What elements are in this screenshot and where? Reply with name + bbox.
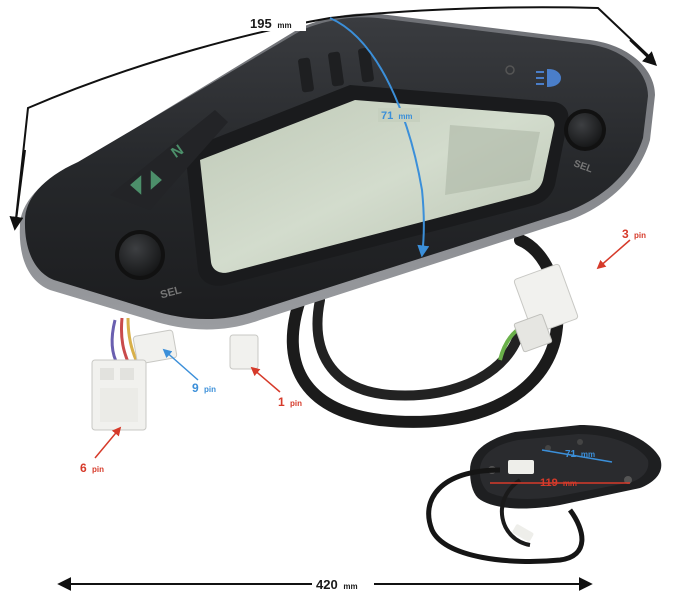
connector-3-pin <box>513 263 579 353</box>
svg-text:3 pin: 3 pin <box>622 227 646 241</box>
connector-9-pin <box>132 329 178 365</box>
left-sel-label: SEL <box>159 284 183 301</box>
svg-text:9 pin: 9 pin <box>192 381 216 395</box>
label-3-pin: 3 pin <box>622 227 646 241</box>
svg-text:119 mm: 119 mm <box>540 477 577 489</box>
width-dimension-label: 195 mm <box>246 15 306 31</box>
arrow-6-pin <box>94 426 122 459</box>
arrow-1-pin <box>250 366 281 393</box>
main-cable-2 <box>312 295 525 401</box>
height-dimension-line <box>329 17 430 258</box>
top-ridges <box>298 47 374 93</box>
wire-bundle-left <box>110 319 120 366</box>
arrow-9-pin <box>162 348 199 381</box>
label-9-pin: 9 pin <box>192 381 216 395</box>
svg-text:6 pin: 6 pin <box>80 461 104 475</box>
turn-signal-icon <box>130 170 162 195</box>
arrow-3-pin <box>596 239 631 270</box>
svg-text:195 mm: 195 mm <box>250 16 292 31</box>
right-sel-button[interactable] <box>564 109 606 151</box>
headlight-icon <box>536 68 562 88</box>
left-sel-button[interactable] <box>115 230 165 280</box>
svg-text:1 pin: 1 pin <box>278 395 302 409</box>
height-dimension-label: 71 mm <box>378 108 420 122</box>
svg-text:71 mm: 71 mm <box>565 449 595 460</box>
back-view-inset <box>426 425 662 564</box>
inset-height-label: 71 mm <box>565 449 595 460</box>
inset-height-dimension-line <box>541 449 613 463</box>
inset-length-label: 119 mm <box>540 477 577 489</box>
warning-icon <box>505 65 515 75</box>
label-1-pin: 1 pin <box>278 395 302 409</box>
svg-text:71 mm: 71 mm <box>381 110 413 122</box>
label-6-pin: 6 pin <box>80 461 104 475</box>
connector-1-pin <box>229 334 259 370</box>
connector-6-pin <box>91 359 147 431</box>
width-dimension-line <box>14 6 656 229</box>
svg-text:420 mm: 420 mm <box>316 577 358 592</box>
length-dimension-label: 420 mm <box>312 576 374 592</box>
